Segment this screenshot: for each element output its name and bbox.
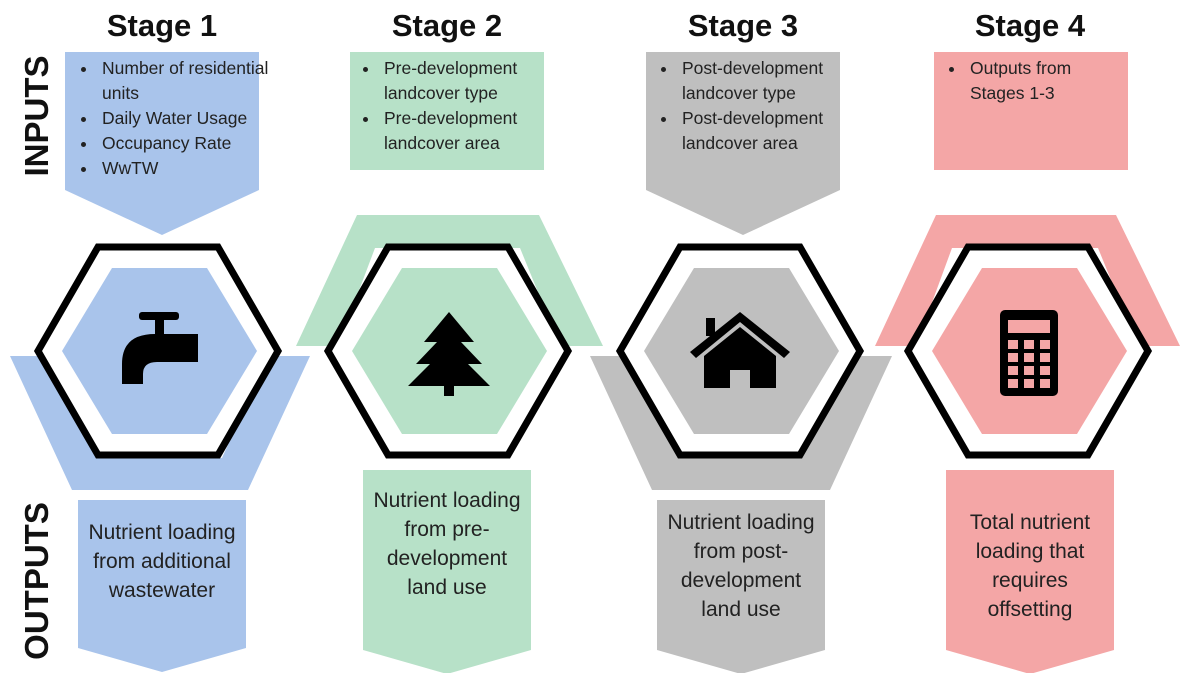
stage-3-output-arrow — [657, 500, 825, 673]
stage-3-title: Stage 3 — [687, 8, 799, 43]
house-icon — [690, 312, 790, 388]
stage-3-input-arrow — [646, 52, 840, 235]
stage-4-title: Stage 4 — [974, 8, 1086, 43]
stage-1-output-arrow — [78, 500, 246, 672]
list-item: Number of residential units — [98, 56, 278, 106]
outputs-side-label: OUTPUTS — [18, 502, 55, 660]
water-tap-icon — [122, 312, 198, 384]
list-item: Post-development landcover type — [678, 56, 862, 106]
stage-2-title: Stage 2 — [391, 8, 503, 43]
list-item: Post-development landcover area — [678, 106, 862, 156]
stage-4-inputs-list: Outputs from Stages 1-3 — [944, 56, 1126, 106]
stage-4-input-arrow — [934, 52, 1128, 170]
stage-1-input-arrow — [65, 52, 259, 235]
stage-3-output-text: Nutrient loading from post-development l… — [667, 511, 815, 621]
stage-3-inputs-list: Post-development landcover type Post-dev… — [656, 56, 862, 156]
diagram-canvas — [10, 52, 1180, 673]
stage-4-output-text: Total nutrient loading that requires off… — [969, 511, 1091, 621]
list-item: Outputs from Stages 1-3 — [966, 56, 1126, 106]
stage-1-title: Stage 1 — [106, 8, 218, 43]
stage-2-output-text: Nutrient loading from pre-development la… — [373, 489, 521, 599]
list-item: Daily Water Usage — [98, 106, 278, 131]
stage-1-lower-band — [10, 356, 310, 490]
stage-2-output-arrow — [363, 470, 531, 673]
list-item: WwTW — [98, 156, 278, 181]
tree-icon — [408, 312, 490, 396]
stage-1-inputs-list: Number of residential units Daily Water … — [76, 56, 278, 181]
stage-2-upper-band — [296, 215, 603, 346]
stage-2-input-arrow — [350, 52, 544, 170]
stage-4-upper-band — [875, 215, 1180, 346]
inputs-side-label: INPUTS — [18, 55, 55, 177]
calculator-icon — [1000, 310, 1058, 396]
stage-3-lower-band — [590, 356, 892, 490]
stage-4-output-arrow — [946, 470, 1114, 673]
list-item: Occupancy Rate — [98, 131, 278, 156]
list-item: Pre-development landcover type — [380, 56, 560, 106]
stage-1-output-text: Nutrient loading from additional wastewa… — [88, 521, 236, 602]
stage-2-inputs-list: Pre-development landcover type Pre-devel… — [358, 56, 560, 156]
list-item: Pre-development landcover area — [380, 106, 560, 156]
